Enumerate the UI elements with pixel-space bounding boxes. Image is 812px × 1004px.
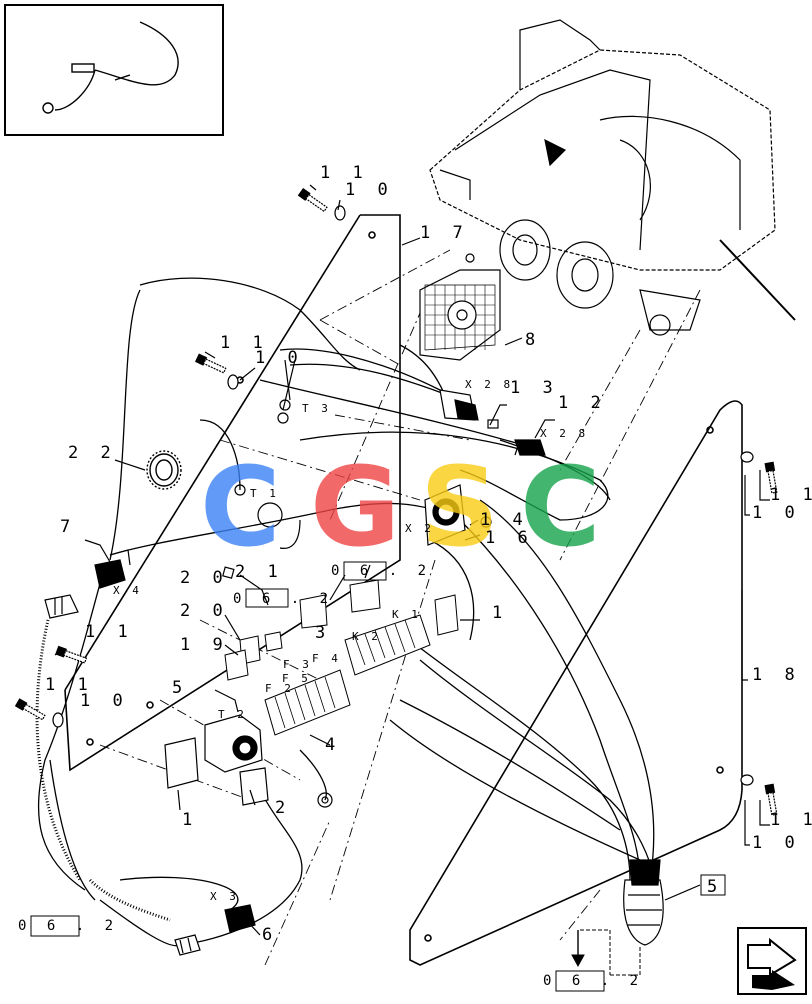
label-f5: F 5 — [282, 672, 311, 685]
callout-1a: 1 — [492, 603, 508, 623]
callout-13: 1 3 — [510, 378, 559, 398]
ref-06-2-c: 0 6 . 2 — [18, 918, 119, 934]
component-fuse-blocks — [224, 579, 459, 736]
component-8-relay-box — [419, 253, 501, 361]
callout-18: 1 8 — [752, 665, 801, 685]
callout-20a: 2 0 — [180, 568, 229, 588]
watermark-letter-1: C — [200, 443, 281, 571]
callout-11d: 1 1 — [45, 675, 94, 695]
label-f4: F 4 — [312, 652, 341, 665]
panel-17 — [64, 214, 401, 772]
callout-3: 3 — [315, 623, 331, 643]
ref-06-2-a: 0 6 . 2 — [331, 563, 432, 579]
watermark-letter-4: C — [520, 443, 601, 571]
label-k2: K 2 — [352, 630, 381, 643]
label-x28b: X 2 8 — [540, 427, 588, 440]
component-x28-connector — [439, 389, 546, 456]
callout-4: 4 — [325, 735, 341, 755]
inset-detail — [4, 4, 224, 136]
callout-11c: 1 1 — [85, 622, 134, 642]
ref-06-2-b: 0 6 . 2 — [233, 591, 334, 607]
label-f2: F 2 — [265, 682, 294, 695]
label-t3: T 3 — [302, 402, 331, 415]
next-page-arrow-icon[interactable] — [737, 927, 807, 995]
callout-2: 2 — [275, 798, 291, 818]
watermark-letter-2: G — [310, 443, 400, 571]
label-x3: X 3 — [210, 890, 239, 903]
label-x4: X 4 — [113, 584, 142, 597]
ref-06-2-d: 0 6 . 2 — [543, 973, 644, 989]
callout-5b: 5 — [707, 877, 723, 897]
harness-sheath — [35, 619, 171, 922]
callout-10e: 1 0 — [752, 503, 801, 523]
callout-14: 1 4 — [480, 510, 529, 530]
component-7-x4-connector — [44, 549, 131, 619]
callout-16: 1 6 — [485, 528, 534, 548]
label-f3: F 3 — [283, 658, 312, 671]
reference-codes: 0 6 . 2 0 6 . 2 0 6 . 2 0 6 . 2 — [18, 561, 644, 992]
label-t1: T 1 — [250, 487, 279, 500]
component-16-socket — [424, 484, 492, 546]
callout-20b: 2 0 — [180, 601, 229, 621]
component-5-t2-relay — [164, 714, 269, 806]
baler-machine — [429, 19, 796, 336]
component-22-grommet — [146, 450, 182, 490]
callout-11e: 1 1 — [770, 485, 812, 505]
callout-8: 8 — [525, 330, 541, 350]
callout-7: 7 — [60, 517, 76, 537]
component-t-terminals — [234, 359, 333, 808]
callout-10c: 1 0 — [80, 691, 129, 711]
label-x2: X 2 — [405, 522, 434, 535]
callout-11a: 1 1 — [320, 163, 369, 183]
callout-21: 2 1 — [235, 562, 284, 582]
callout-6: 6 — [262, 925, 278, 945]
component-5-boot — [623, 859, 664, 946]
callout-10f: 1 0 — [752, 833, 801, 853]
wiring-harness — [37, 277, 656, 947]
callout-17: 1 7 — [420, 223, 469, 243]
callout-labels: 1 1 1 0 1 7 8 1 1 1 0 1 3 1 2 2 2 1 4 1 … — [45, 163, 812, 945]
callout-12: 1 2 — [558, 393, 607, 413]
leader-lines — [54, 184, 770, 936]
callout-1b: 1 — [182, 810, 198, 830]
watermark: C G S C — [200, 443, 601, 571]
callout-11f: 1 1 — [770, 810, 812, 830]
connector-labels: X 2 8 T 3 X 2 8 T 1 X 2 X 4 K 1 K 2 F 3 … — [113, 378, 588, 903]
watermark-letter-3: S — [420, 443, 499, 571]
callout-5a: 5 — [172, 678, 188, 698]
hardware-fasteners — [14, 188, 778, 816]
label-x28a: X 2 8 — [465, 378, 513, 391]
callout-10b: 1 0 — [255, 348, 304, 368]
callout-22: 2 2 — [68, 443, 117, 463]
callout-10a: 1 0 — [345, 180, 394, 200]
callout-19: 1 9 — [180, 635, 229, 655]
component-6-x3-connector — [174, 904, 256, 956]
label-k1: K 1 — [392, 608, 421, 621]
cross-reference-arrow — [571, 929, 641, 976]
label-t2: T 2 — [218, 708, 247, 721]
callout-5b-box — [700, 874, 726, 896]
callout-11b: 1 1 — [220, 333, 269, 353]
